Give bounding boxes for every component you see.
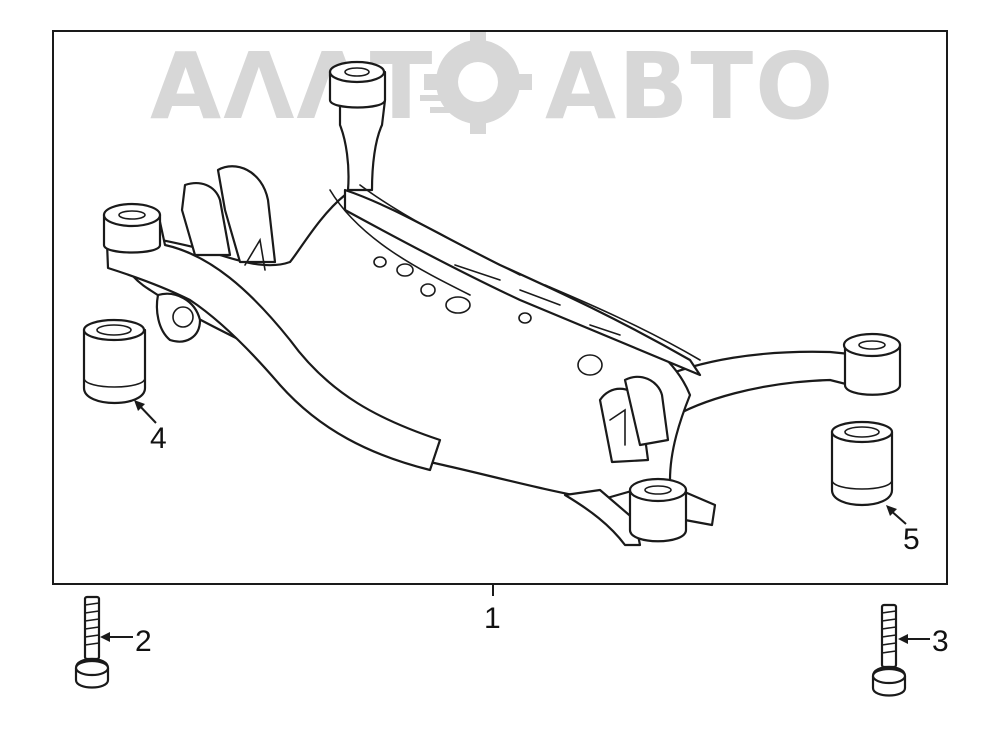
callout-1: 1 — [484, 602, 501, 635]
callout-4: 4 — [150, 422, 167, 455]
bolt-2-drawing — [74, 595, 110, 689]
subframe-drawing — [102, 60, 902, 547]
subframe-bushing-left — [102, 202, 162, 254]
leader-line-3 — [898, 634, 930, 644]
watermark-text: ΑΛΛΤ — [150, 33, 434, 140]
leader-line-5 — [886, 505, 907, 525]
svg-text:ΑΒΤΟ: ΑΒΤΟ — [545, 33, 835, 140]
leader-line-2 — [100, 632, 133, 642]
subframe-bushing-front — [628, 477, 688, 543]
diagram-frame — [52, 30, 948, 585]
subframe-bushing-right — [842, 332, 902, 396]
callout-2: 2 — [135, 625, 152, 658]
callout-3: 3 — [932, 625, 949, 658]
watermark-logo: ΑΛΛΤ ΑΒΤΟ — [150, 30, 835, 140]
bushing-5-drawing — [830, 420, 894, 507]
subframe-bushing-top — [328, 60, 387, 109]
gear-icon — [420, 30, 532, 134]
callout-5: 5 — [903, 523, 920, 556]
leader-line-4 — [134, 400, 157, 424]
bolt-3-drawing — [871, 603, 907, 697]
bushing-4-drawing — [82, 318, 147, 404]
